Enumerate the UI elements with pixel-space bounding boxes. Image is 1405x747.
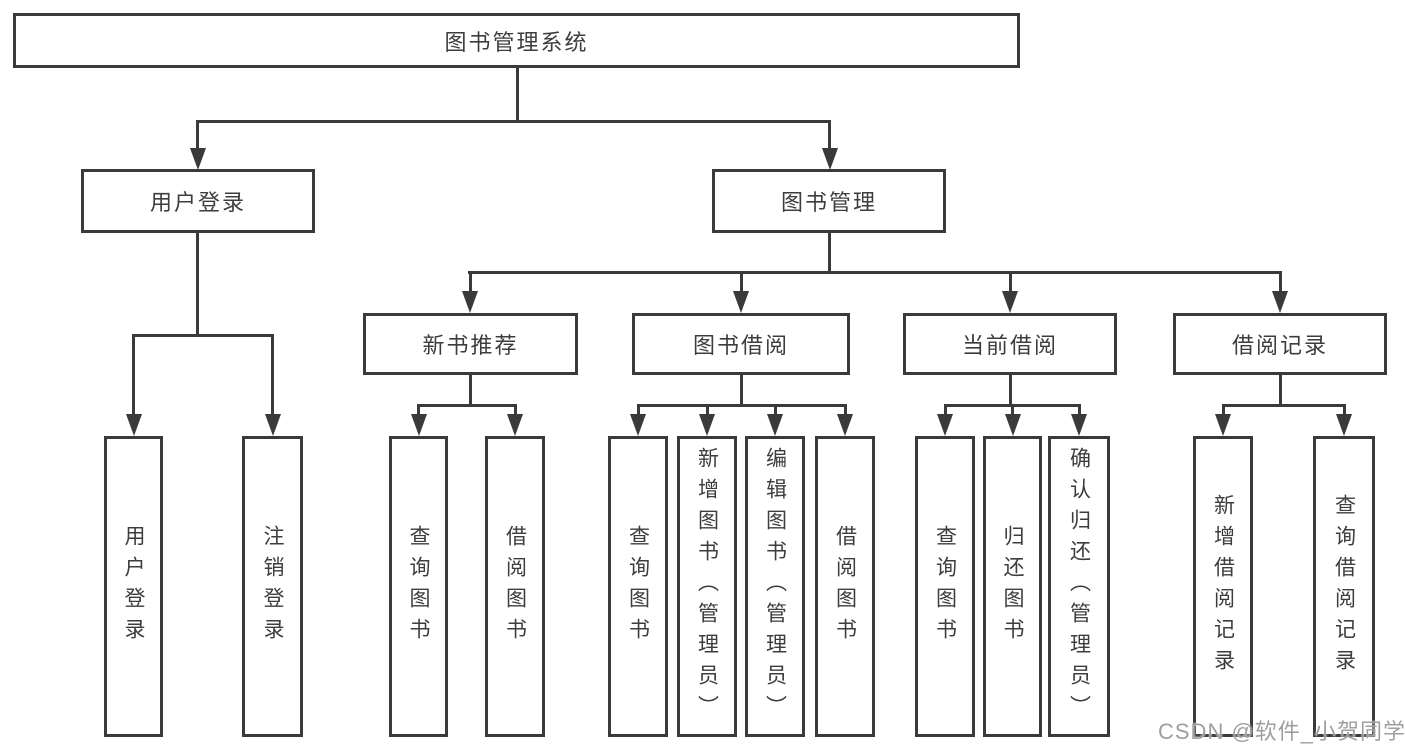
arrowhead-down xyxy=(507,414,523,436)
node-book-borrow: 图书借阅 xyxy=(632,313,850,375)
node-leaf-user-login: 用户登录 xyxy=(104,436,163,737)
arrowhead-down xyxy=(265,414,281,436)
arrowhead-down xyxy=(699,414,715,436)
node-root: 图书管理系统 xyxy=(13,13,1020,68)
node-new-rec: 新书推荐 xyxy=(363,313,578,375)
node-leaf-return-book: 归还图书 xyxy=(983,436,1042,737)
connector-line xyxy=(132,334,274,337)
node-leaf-query-book-borrow: 查询图书 xyxy=(608,436,668,737)
node-leaf-query-book-rec-label: 查询图书 xyxy=(407,524,430,649)
arrowhead-down xyxy=(630,414,646,436)
arrowhead-down xyxy=(1071,414,1087,436)
node-user-login-label: 用户登录 xyxy=(149,190,246,215)
connector-line xyxy=(1078,404,1081,418)
node-book-borrow-label: 图书借阅 xyxy=(692,333,789,358)
connector-line xyxy=(196,120,199,152)
arrowhead-down xyxy=(1215,414,1231,436)
connector-line xyxy=(1279,271,1282,295)
node-leaf-user-login-label: 用户登录 xyxy=(122,524,145,649)
arrowhead-down xyxy=(1336,414,1352,436)
connector-line xyxy=(828,233,831,273)
connector-line xyxy=(828,120,831,152)
connector-line xyxy=(469,271,472,295)
connector-line xyxy=(1343,404,1346,418)
node-leaf-borrow-book-borrow-label: 借阅图书 xyxy=(833,524,857,649)
node-leaf-add-book-label: 新增图书（管理员） xyxy=(695,447,719,726)
connector-line xyxy=(1222,404,1225,418)
arrowhead-down xyxy=(767,414,783,436)
arrowhead-down xyxy=(126,414,142,436)
connector-line xyxy=(417,404,517,407)
arrowhead-down xyxy=(822,148,838,170)
arrowhead-down xyxy=(462,291,478,313)
arrowhead-down xyxy=(411,414,427,436)
node-leaf-confirm-return: 确认归还（管理员） xyxy=(1048,436,1110,737)
connector-line xyxy=(417,404,420,418)
connector-line xyxy=(706,404,709,418)
arrowhead-down xyxy=(733,291,749,313)
node-user-login: 用户登录 xyxy=(81,169,315,233)
node-leaf-edit-book: 编辑图书（管理员） xyxy=(745,436,805,737)
connector-line xyxy=(196,120,831,123)
csdn-watermark: CSDN @软件_小贺同学 xyxy=(1158,719,1405,744)
connector-line xyxy=(196,233,199,336)
node-leaf-query-book-current-label: 查询图书 xyxy=(933,524,957,649)
connector-line xyxy=(774,404,777,418)
connector-line xyxy=(944,404,947,418)
node-leaf-query-record-label: 查询借阅记录 xyxy=(1332,493,1356,680)
node-new-rec-label: 新书推荐 xyxy=(422,333,519,358)
connector-line xyxy=(740,375,743,406)
node-current-borrow: 当前借阅 xyxy=(903,313,1117,375)
connector-line xyxy=(1009,271,1012,295)
node-leaf-edit-book-label: 编辑图书（管理员） xyxy=(763,447,787,726)
connector-line xyxy=(844,404,847,418)
node-book-mgmt-label: 图书管理 xyxy=(780,190,877,215)
node-leaf-query-book-rec: 查询图书 xyxy=(389,436,448,737)
node-leaf-confirm-return-label: 确认归还（管理员） xyxy=(1067,447,1091,726)
connector-line xyxy=(514,404,517,418)
arrowhead-down xyxy=(837,414,853,436)
connector-line xyxy=(1009,375,1012,406)
connector-line xyxy=(740,271,743,295)
node-leaf-borrow-book-rec-label: 借阅图书 xyxy=(503,524,527,649)
connector-line xyxy=(637,404,640,418)
node-root-label: 图书管理系统 xyxy=(444,29,589,55)
node-leaf-logout-label: 注销登录 xyxy=(261,524,284,649)
node-leaf-logout: 注销登录 xyxy=(242,436,303,737)
arrowhead-down xyxy=(1272,291,1288,313)
node-leaf-borrow-book-borrow: 借阅图书 xyxy=(815,436,875,737)
node-leaf-query-book-current: 查询图书 xyxy=(915,436,975,737)
connector-line xyxy=(1279,375,1282,406)
connector-line xyxy=(1222,404,1346,407)
arrowhead-down xyxy=(1005,414,1021,436)
node-leaf-add-book: 新增图书（管理员） xyxy=(677,436,737,737)
connector-line xyxy=(637,404,847,407)
node-leaf-query-record: 查询借阅记录 xyxy=(1313,436,1375,737)
node-book-mgmt: 图书管理 xyxy=(712,169,946,233)
arrowhead-down xyxy=(937,414,953,436)
node-borrow-records: 借阅记录 xyxy=(1173,313,1387,375)
node-leaf-query-book-borrow-label: 查询图书 xyxy=(626,524,650,649)
connector-line xyxy=(469,375,472,406)
arrowhead-down xyxy=(1002,291,1018,313)
node-leaf-borrow-book-rec: 借阅图书 xyxy=(485,436,545,737)
node-borrow-records-label: 借阅记录 xyxy=(1231,333,1328,358)
connector-line xyxy=(132,334,135,418)
connector-line xyxy=(516,68,519,123)
node-leaf-add-record: 新增借阅记录 xyxy=(1193,436,1253,737)
connector-line xyxy=(271,334,274,418)
node-leaf-return-book-label: 归还图书 xyxy=(1001,524,1024,649)
node-current-borrow-label: 当前借阅 xyxy=(961,333,1058,358)
connector-line xyxy=(1011,404,1014,418)
node-leaf-add-record-label: 新增借阅记录 xyxy=(1211,493,1235,680)
arrowhead-down xyxy=(190,148,206,170)
connector-line xyxy=(468,271,1281,274)
